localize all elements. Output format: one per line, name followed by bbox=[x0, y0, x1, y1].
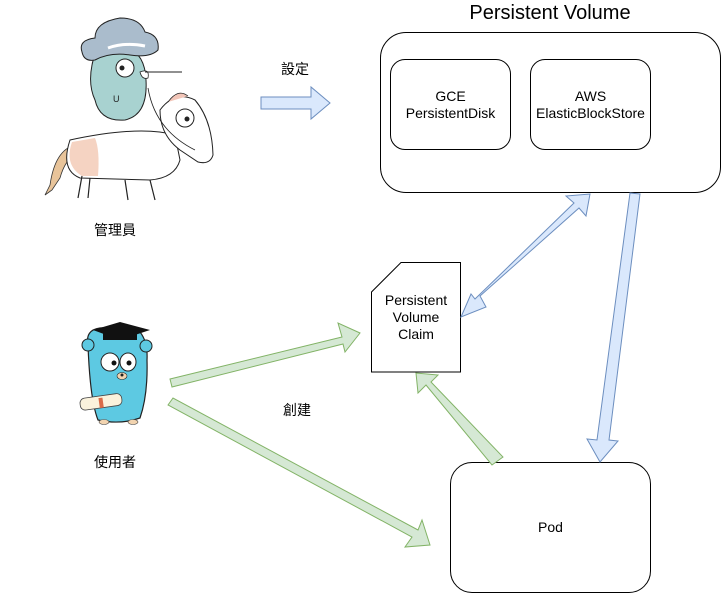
arrow-pv-pod bbox=[586, 192, 641, 463]
arrow-user-pvc bbox=[169, 322, 361, 388]
persistent-disk-label: PersistentDisk bbox=[405, 104, 496, 121]
arrow-pod-pvc bbox=[415, 372, 504, 466]
pod-label: Pod bbox=[538, 519, 563, 535]
pvc-line-2: Volume bbox=[392, 309, 440, 325]
gce-label: GCE bbox=[435, 87, 466, 104]
elastic-block-store-label: ElasticBlockStore bbox=[536, 104, 645, 121]
create-edge-label: 創建 bbox=[283, 402, 311, 418]
aws-elastic-block-store-box[interactable]: AWS ElasticBlockStore bbox=[530, 59, 651, 150]
arrow-user-pod bbox=[167, 397, 431, 548]
pvc-line-3: Claim bbox=[398, 326, 434, 342]
svg-text:U: U bbox=[113, 94, 120, 104]
admin-label: 管理員 bbox=[94, 222, 136, 238]
user-label: 使用者 bbox=[94, 454, 136, 470]
gopher-cowboy-on-horse-icon: U bbox=[44, 17, 214, 201]
arrow-pv-pvc-bidirectional bbox=[460, 193, 591, 318]
arrow-configure bbox=[260, 85, 331, 121]
aws-label: AWS bbox=[574, 87, 607, 104]
gopher-graduate-icon bbox=[79, 322, 153, 425]
pod-box[interactable]: Pod bbox=[450, 462, 651, 593]
pvc-line-1: Persistent bbox=[384, 292, 448, 308]
gce-persistent-disk-box[interactable]: GCE PersistentDisk bbox=[390, 59, 511, 150]
configure-edge-label: 設定 bbox=[281, 61, 309, 77]
persistent-volume-title: Persistent Volume bbox=[469, 2, 631, 24]
pvc-label: Persistent Volume Claim bbox=[372, 292, 460, 343]
